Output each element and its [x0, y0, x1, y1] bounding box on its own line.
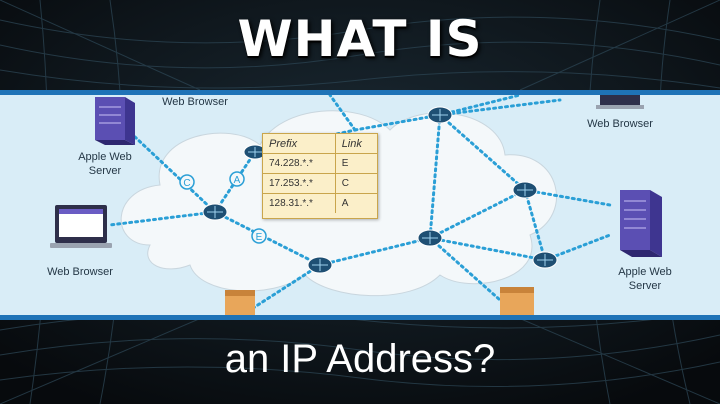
router-icon	[307, 256, 333, 274]
router-icon	[532, 251, 558, 269]
package-icon-left	[225, 290, 255, 315]
link-marker-a: A	[234, 175, 241, 186]
package-icon-right	[500, 287, 534, 315]
server-icon-right	[620, 190, 662, 257]
link-marker-e: E	[256, 232, 263, 243]
routing-link: E	[334, 153, 377, 174]
label-apple-server-left: Apple Web Server	[78, 151, 132, 177]
link-marker-c: C	[183, 178, 190, 189]
label-apple-server-right: Apple Web Server	[618, 266, 672, 292]
router-icon	[427, 106, 453, 124]
label-web-browser-right: Web Browser	[587, 118, 653, 130]
routing-table-row: 74.228.*.* E	[263, 153, 377, 174]
laptop-icon-left	[50, 205, 112, 248]
router-icon	[202, 203, 228, 221]
router-icons	[202, 106, 558, 274]
title-an-ip-address: an IP Address?	[224, 337, 496, 381]
routing-link: C	[334, 173, 377, 194]
network-diagram-panel: C A E	[0, 90, 720, 320]
routing-table-header-link: Link	[334, 134, 377, 154]
router-icon	[512, 181, 538, 199]
title-what-is: WHAT IS	[237, 10, 483, 68]
routing-table-header-prefix: Prefix	[263, 134, 336, 154]
server-icon-left	[95, 97, 135, 145]
router-icon	[417, 229, 443, 247]
routing-prefix: 74.228.*.*	[263, 153, 336, 174]
routing-prefix: 128.31.*.*	[269, 198, 313, 209]
routing-table-row: 128.31.*.* A	[263, 193, 377, 213]
laptop-icon-top-right	[596, 95, 644, 109]
label-web-browser-left: Web Browser	[47, 266, 113, 278]
routing-table: Prefix Link 74.228.*.* E 17.253.*.* C 12…	[262, 133, 378, 219]
routing-link: A	[334, 193, 377, 213]
routing-prefix: 17.253.*.*	[263, 173, 336, 194]
routing-table-row: 17.253.*.* C	[263, 173, 377, 194]
label-web-browser-top: Web Browser	[162, 96, 228, 108]
